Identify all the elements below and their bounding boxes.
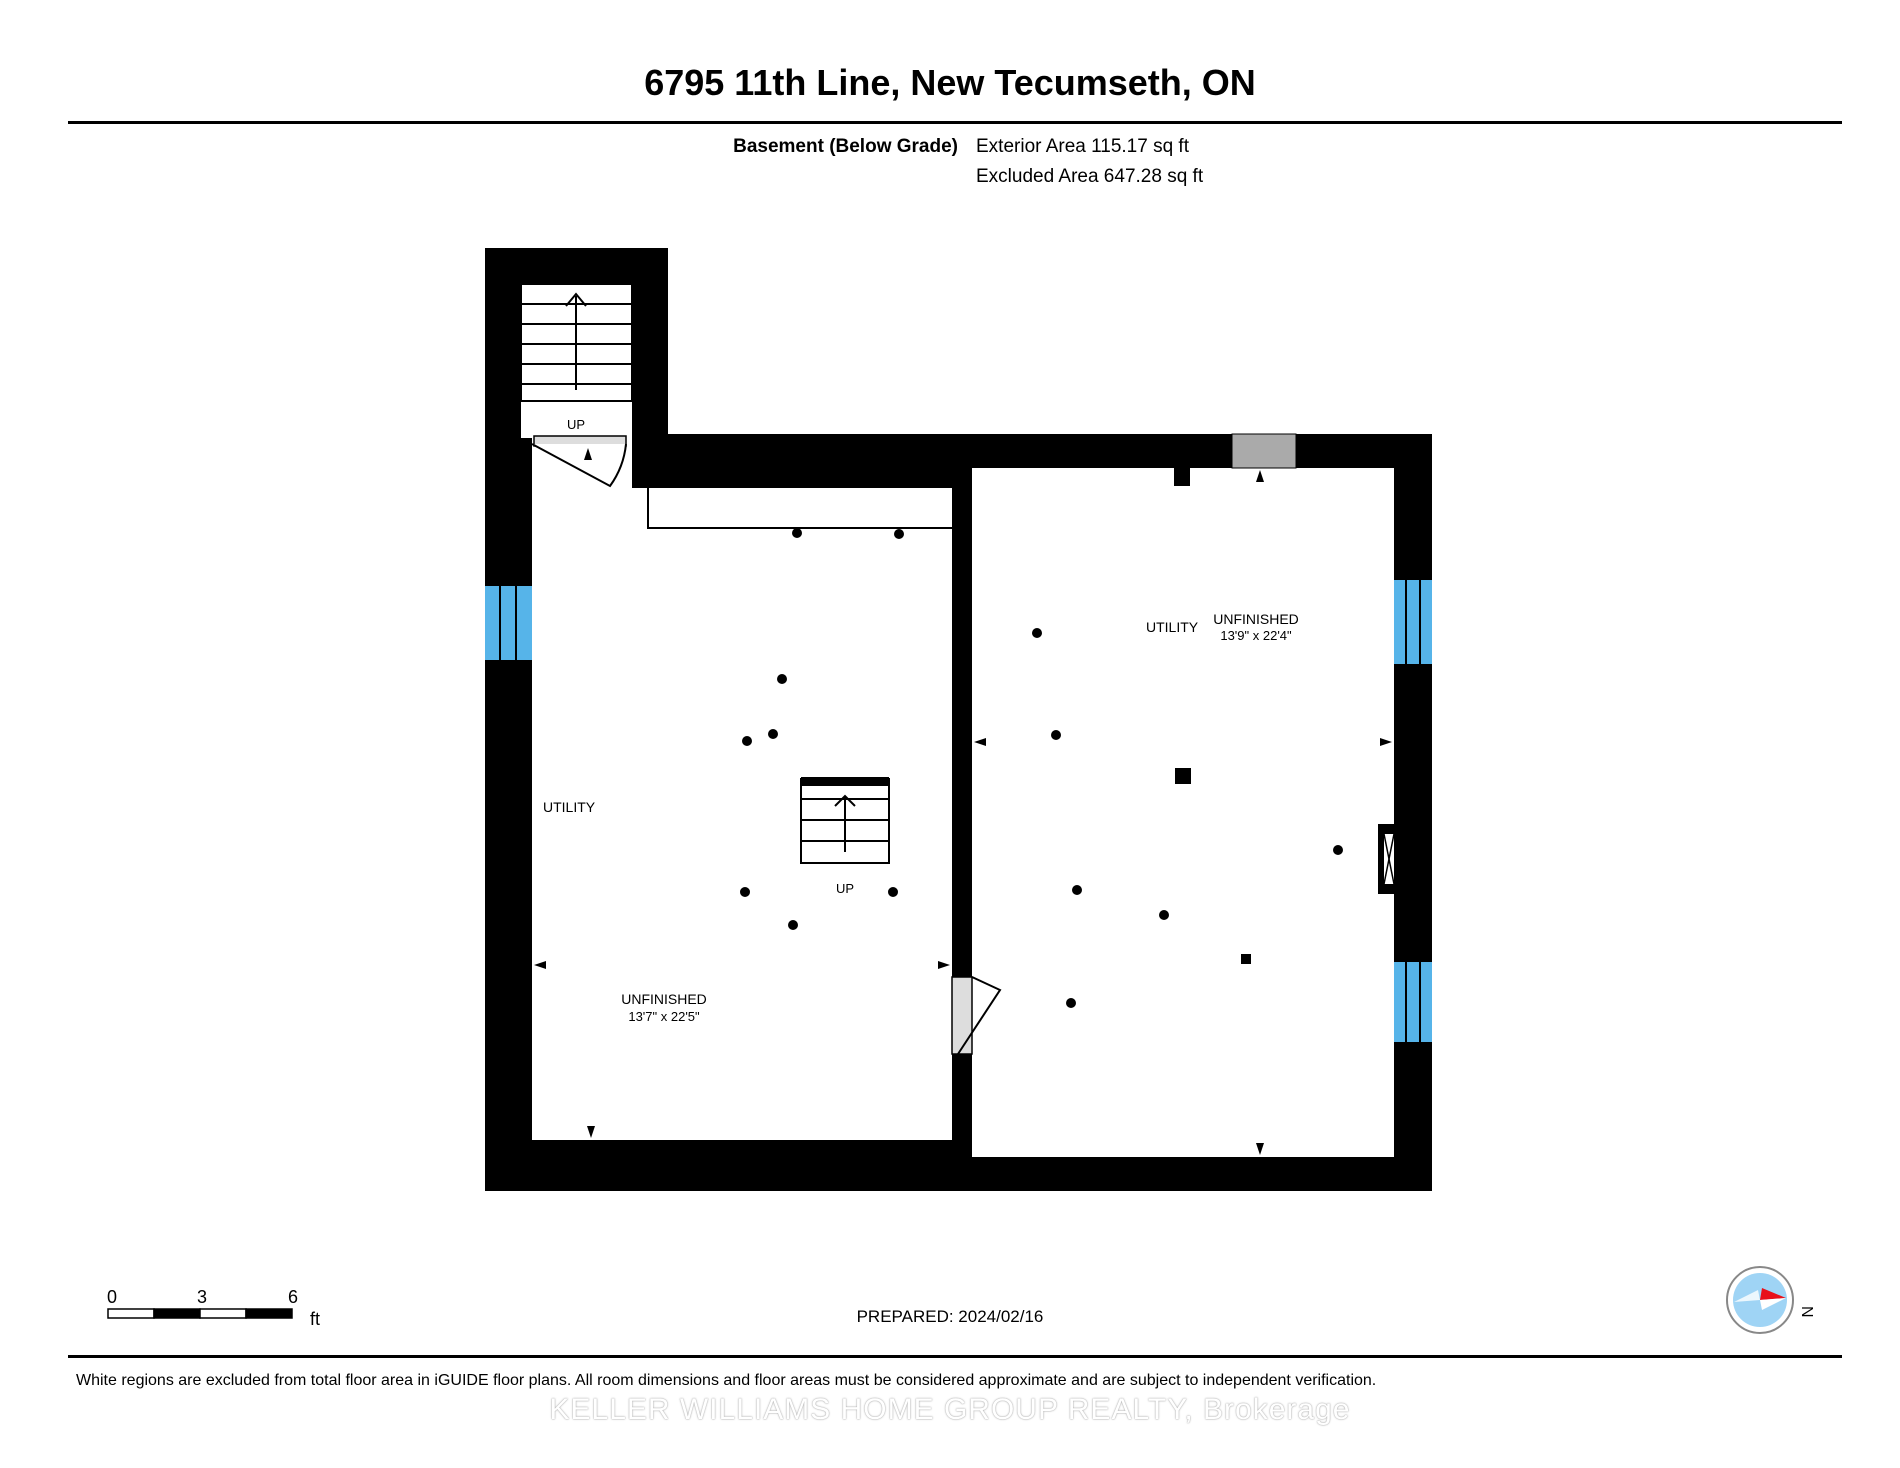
header-rule [68,121,1842,124]
vent [1231,433,1297,469]
partition-door-sill [951,976,973,1055]
walls [485,248,1432,1191]
scale-unit: ft [310,1309,320,1329]
excluded-area: Excluded Area 647.28 sq ft [976,166,1204,187]
top-door-swing [531,443,627,488]
stair-mid-label: UP [836,881,854,896]
wall-stair-left [485,248,521,438]
scale-tick-6: 6 [288,1287,298,1307]
disclaimer: White regions are excluded from total fl… [76,1372,1377,1389]
watermark: KELLER WILLIAMS HOME GROUP REALTY, Broke… [549,1393,1351,1426]
left-room-floor [632,488,952,1140]
top-stair [520,283,633,402]
right-room-type: UNFINISHED [1213,611,1299,627]
window-right-lower [1394,962,1432,1042]
right-room-dimensions: 13'9" x 22'4" [1220,628,1292,643]
columns [740,528,1343,1008]
bulkhead-line [647,488,952,529]
window-right-upper [1394,580,1432,664]
right-room-name: UTILITY [1146,619,1199,635]
stair-top-label: UP [567,417,585,432]
wall-bottom-right [962,1157,1432,1191]
scale-tick-3: 3 [197,1287,207,1307]
post-top [1174,468,1190,486]
prepared-date: PREPARED: 2024/02/16 [856,1307,1044,1326]
wall-right [1394,434,1432,1191]
left-room-dimensions: 13'7" x 22'5" [628,1009,700,1024]
windows [485,580,1432,1042]
footer-rule [68,1355,1842,1358]
compass-label: N [1798,1306,1814,1318]
window-left [485,586,532,660]
wall-left [485,438,532,1191]
scale-tick-0: 0 [107,1287,117,1307]
scale-bar: 0 3 6 ft [107,1287,320,1329]
floor-label: Basement (Below Grade) [733,136,958,157]
wall-partition [952,468,972,1175]
compass-icon: N [1726,1266,1814,1334]
left-room-name: UTILITY [543,799,596,815]
right-room-floor [972,468,1394,1157]
dimension-markers [534,470,1392,1155]
exterior-area: Exterior Area 115.17 sq ft [976,136,1189,157]
page-title: 6795 11th Line, New Tecumseth, ON [644,62,1256,103]
left-room-type: UNFINISHED [621,991,707,1007]
partition-door-swing [957,976,1002,1055]
room-interiors [521,284,1394,1157]
